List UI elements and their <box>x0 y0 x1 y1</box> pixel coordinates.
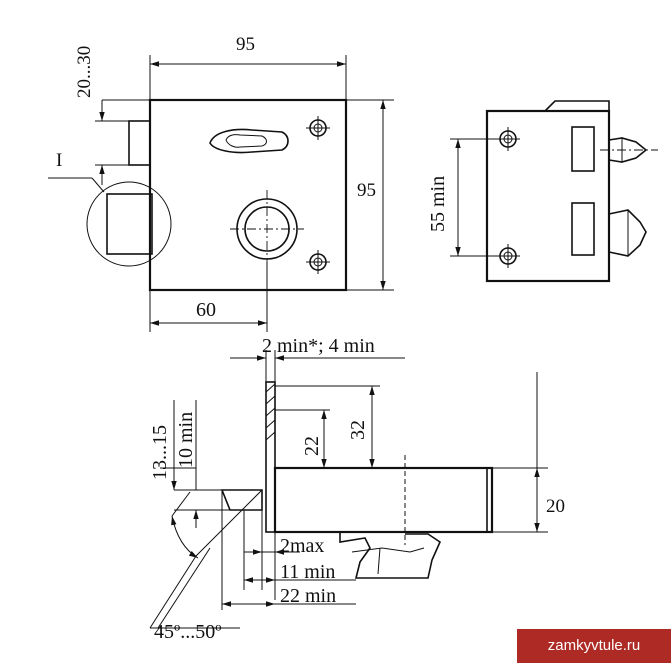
label-22-min: 22 min <box>280 585 336 607</box>
lock-body-front <box>148 98 348 292</box>
detail-circle <box>86 181 172 267</box>
latch-housing-section <box>273 466 494 534</box>
label-10-min: 10 min <box>175 412 197 468</box>
handle-slot <box>209 128 289 154</box>
label-55-min: 55 min <box>427 176 449 232</box>
side-slot-top <box>571 126 595 172</box>
label-height-95: 95 <box>357 180 376 201</box>
catch-section <box>275 531 442 579</box>
bolt-section <box>220 489 263 511</box>
section-view <box>149 350 548 629</box>
label-offset-20-30: 20...30 <box>74 46 95 98</box>
label-20: 20 <box>546 496 565 517</box>
label-width-95: 95 <box>236 34 255 55</box>
label-13-15: 13...15 <box>149 425 171 480</box>
label-11-min: 11 min <box>280 561 335 583</box>
label-32: 32 <box>347 420 369 440</box>
cylinder-stub <box>128 120 151 166</box>
label-2max: 2max <box>280 535 324 557</box>
label-2min-4min: 2 min*; 4 min <box>262 335 375 357</box>
label-60: 60 <box>196 299 216 321</box>
label-detail-I: I <box>56 150 62 171</box>
side-slot-bottom <box>571 202 595 256</box>
screw-top-front <box>306 116 330 140</box>
watermark-badge: zamkyvtule.ru <box>517 629 671 663</box>
handle-inner <box>225 134 267 148</box>
label-angle: 45º...50º <box>154 621 221 643</box>
label-22: 22 <box>301 436 323 456</box>
screw-bottom-front <box>306 250 330 274</box>
screw-top-side <box>496 127 520 151</box>
side-view <box>450 100 658 283</box>
latch-bolt-front <box>106 193 153 255</box>
strike-plate <box>265 381 276 533</box>
detail-leader-2 <box>91 177 105 193</box>
front-view <box>48 55 394 332</box>
screw-bottom-side <box>496 244 520 268</box>
side-top-step <box>544 100 610 112</box>
lock-body-side <box>485 109 611 283</box>
